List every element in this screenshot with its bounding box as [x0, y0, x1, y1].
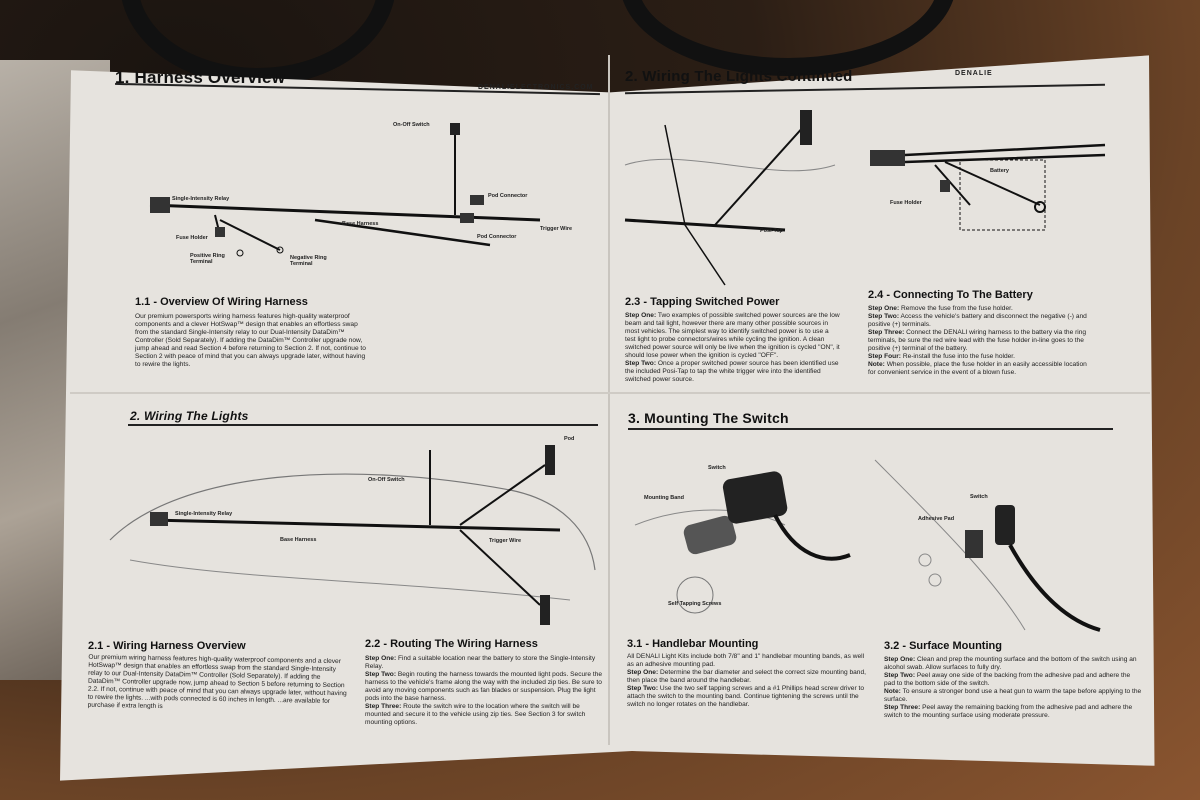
note-label: Note:: [868, 361, 885, 368]
step-label: Step Four:: [868, 353, 901, 360]
section-2c-title: 2. Wiring The Lights Continued: [625, 68, 853, 85]
fold-line: [608, 55, 610, 745]
section-1-1-title: 1.1 - Overview Of Wiring Harness: [135, 296, 308, 308]
label-pod: Pod: [564, 436, 575, 442]
label-switch: Switch: [708, 465, 726, 471]
step-label: Step Three:: [868, 329, 905, 336]
step-text: Two examples of possible switched power …: [625, 312, 840, 359]
section-2-4-title: 2.4 - Connecting To The Battery: [868, 289, 1033, 301]
section-2-3-body: Step One: Two examples of possible switc…: [625, 312, 840, 384]
section-2-1-body: Our premium wiring harness features high…: [87, 653, 347, 711]
step-text: Peel away the remaining backing from the…: [884, 704, 1133, 719]
step-label: Step Two:: [868, 313, 900, 320]
label-self-tapping: Self Tapping Screws: [668, 601, 722, 607]
motorcycle-wiring-diagram: [109, 445, 596, 625]
step-text: Access the vehicle's battery and disconn…: [868, 313, 1087, 328]
label-mounting-band: Mounting Band: [644, 495, 685, 501]
surface-diagram: [874, 459, 1101, 632]
step-text: Peel away one side of the backing from t…: [884, 672, 1131, 687]
battery-diagram: [870, 143, 1106, 231]
step-label: Step One:: [868, 305, 900, 312]
fold-line: [70, 392, 1150, 394]
step-label: Step Three:: [365, 703, 402, 710]
label-base-harness: Base Harness: [342, 221, 379, 227]
label-onoff-switch-2: On-Off Switch: [368, 477, 405, 483]
step-text: Begin routing the harness towards the mo…: [365, 671, 603, 702]
step-label: Step One:: [365, 655, 397, 662]
step-label: Step One:: [627, 669, 659, 676]
label-base-harness-2: Base Harness: [280, 537, 317, 543]
step-text: Clean and prep the mounting surface and …: [884, 656, 1137, 671]
label-negative-ring: Negative Ring Terminal: [290, 255, 327, 267]
step-label: Step Two:: [365, 671, 397, 678]
title-rule: [128, 424, 598, 426]
label-fuse-holder-2: Fuse Holder: [890, 200, 922, 206]
step-text: Determine the bar diameter and select th…: [627, 669, 866, 684]
step-label: Step Two:: [625, 360, 657, 367]
label-posi-tap: Posi-Tap: [760, 228, 783, 234]
step-text: Remove the fuse from the fuse holder.: [900, 305, 1013, 312]
label-pod-connector-2: Pod Connector: [477, 234, 517, 240]
step-text: Route the switch wire to the location wh…: [365, 703, 586, 726]
label-trigger-wire-2: Trigger Wire: [489, 538, 522, 544]
section-1-1-body: Our premium powersports wiring harness f…: [135, 313, 366, 368]
brand-url-short: DENALIE: [955, 70, 993, 77]
step-label: Step One:: [625, 312, 657, 319]
step-text: Re-install the fuse into the fuse holder…: [902, 353, 1015, 360]
step-text: Use the two self tapping screws and a #1…: [627, 685, 865, 708]
label-fuse-holder: Fuse Holder: [176, 235, 208, 241]
step-label: Step Two:: [627, 685, 659, 692]
step-label: Step One:: [884, 656, 916, 663]
label-adhesive-pad: Adhesive Pad: [918, 516, 955, 522]
harness-diagram: [149, 123, 541, 257]
step-label: Step Three:: [884, 704, 921, 711]
section-2-title: 2. Wiring The Lights: [130, 409, 249, 423]
section-3-title: 3. Mounting The Switch: [628, 410, 789, 426]
section-3-2-body: Step One: Clean and prep the mounting su…: [884, 656, 1142, 720]
label-battery: Battery: [990, 168, 1009, 174]
handlebar-diagram: [634, 471, 851, 614]
section-2-4-body: Step One: Remove the fuse from the fuse …: [868, 305, 1093, 377]
note-text: When possible, place the fuse holder in …: [868, 361, 1087, 376]
note-label: Note:: [884, 688, 901, 695]
label-relay: Single-Intensity Relay: [172, 196, 230, 202]
section-2-3-title: 2.3 - Tapping Switched Power: [625, 296, 780, 308]
step-text: Connect the DENALI wiring harness to the…: [868, 329, 1087, 352]
label-switch-2: Switch: [970, 494, 988, 500]
label-onoff-switch: On-Off Switch: [393, 122, 430, 128]
title-rule: [628, 428, 1113, 430]
switched-power-diagram: [624, 110, 836, 286]
label-pod-connector: Pod Connector: [488, 193, 528, 199]
section-2-2-title: 2.2 - Routing The Wiring Harness: [365, 638, 538, 650]
section-2-1-title: 2.1 - Wiring Harness Overview: [88, 640, 246, 652]
label-relay-2: Single-Intensity Relay: [175, 511, 233, 517]
section-2-2-body: Step One: Find a suitable location near …: [365, 655, 605, 727]
label-positive-ring: Positive Ring Terminal: [190, 253, 225, 265]
instruction-sheet: [60, 55, 1155, 781]
step-text: Find a suitable location near the batter…: [365, 655, 596, 670]
section-3-1-title: 3.1 - Handlebar Mounting: [627, 638, 759, 650]
note-text: To ensure a stronger bond use a heat gun…: [884, 688, 1142, 703]
step-text: Once a proper switched power source has …: [625, 360, 839, 383]
label-trigger-wire: Trigger Wire: [540, 226, 573, 232]
section-3-2-title: 3.2 - Surface Mounting: [884, 640, 1002, 652]
intro-text: All DENALI Light Kits include both 7/8" …: [627, 653, 865, 668]
section-1-title: 1. Harness Overview: [115, 68, 286, 87]
section-3-1-body: All DENALI Light Kits include both 7/8" …: [627, 653, 867, 709]
step-label: Step Two:: [884, 672, 916, 679]
brand-url: DENALIELECTRONICS.COM: [478, 84, 594, 91]
